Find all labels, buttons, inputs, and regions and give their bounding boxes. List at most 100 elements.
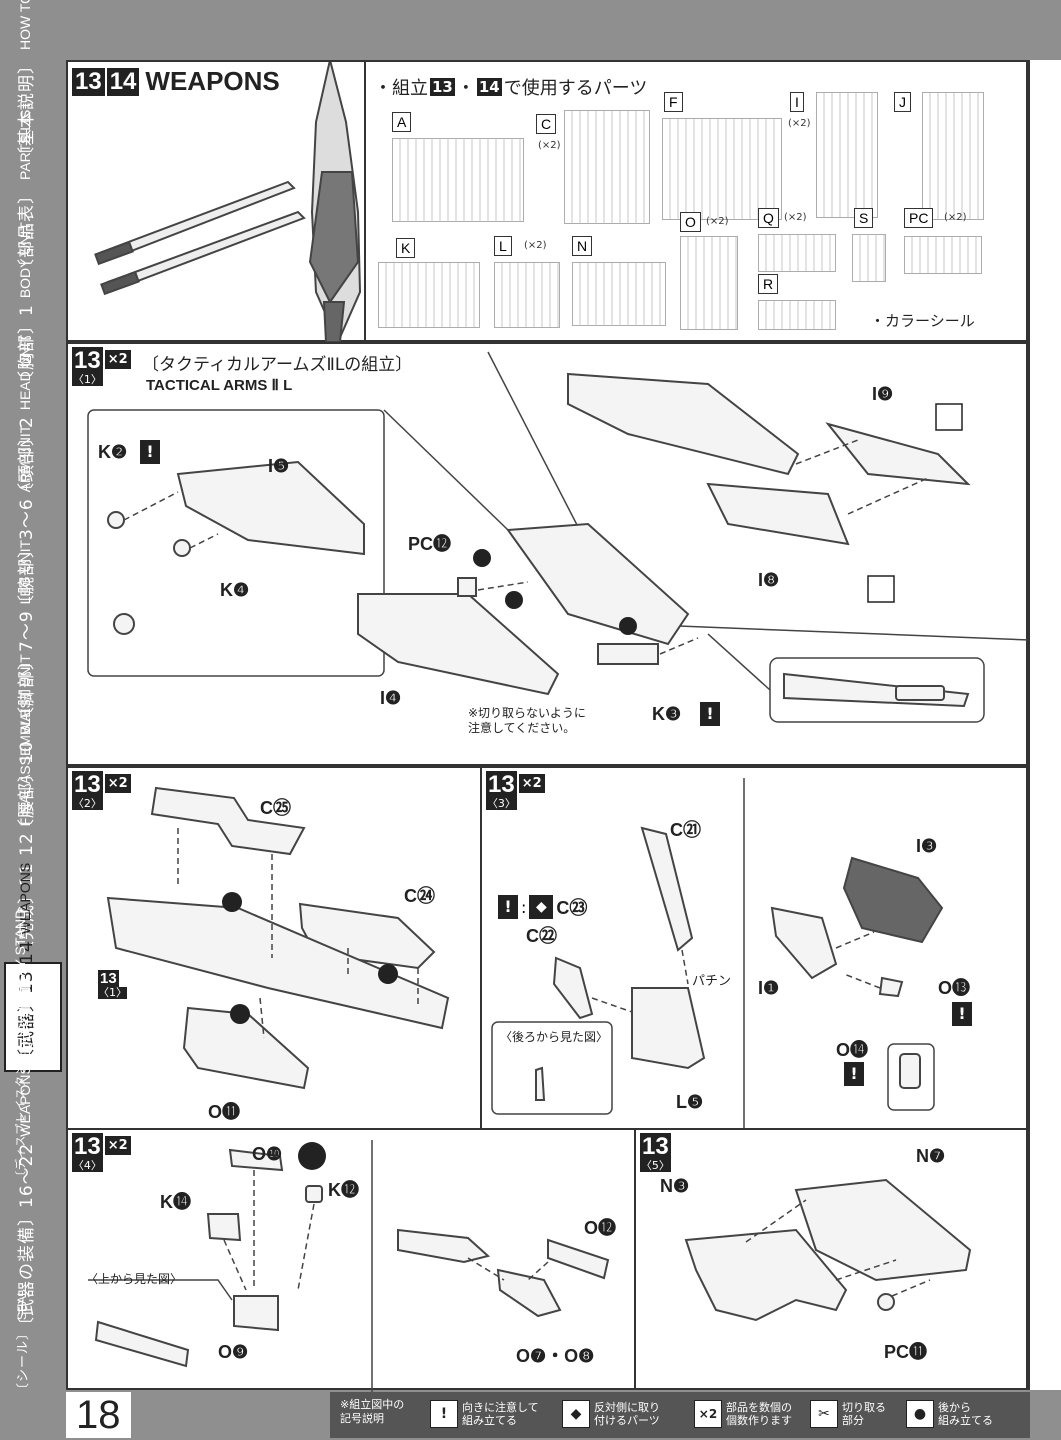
weapons-illustration xyxy=(94,62,362,344)
runner-o-image xyxy=(680,236,738,330)
runner-label-k: K xyxy=(396,238,416,258)
parts-heading: ・組立 13 ・ 14 で使用するパーツ xyxy=(374,78,648,99)
runner-l-image xyxy=(494,262,560,328)
step-number: 13〈5〉 xyxy=(640,1133,671,1172)
step-13-3-panel: 13〈3〉 ×2 C㉑ ! : ◆ C㉓ C㉒ xyxy=(480,766,1028,1132)
part-label-o11: O⓫ xyxy=(208,1102,241,1122)
runner-o-qty: (×2) xyxy=(706,216,729,227)
runner-label-o: O xyxy=(680,212,701,232)
runner-f-image xyxy=(662,118,782,220)
part-label-i4: I❹ xyxy=(380,688,402,708)
step-13-5-panel: 13〈5〉 N❼ N❸ PC⓫ xyxy=(634,1128,1028,1390)
runner-label-q: Q xyxy=(758,208,779,228)
runner-label-l: L xyxy=(494,236,512,256)
runner-label-f: F xyxy=(664,92,683,112)
runner-label-pc: PC xyxy=(904,208,934,228)
step-13-2-panel: 13〈2〉 ×2 C㉕ C㉔ O⓫ 13〈1〉 xyxy=(66,766,482,1130)
part-label-i3: I❸ xyxy=(916,836,938,856)
nipper-icon: ✂ xyxy=(810,1400,838,1428)
runner-i-image xyxy=(816,92,878,218)
part-label-n7: N❼ xyxy=(916,1146,946,1166)
runner-c-qty: (×2) xyxy=(538,140,561,151)
runner-c-image xyxy=(564,110,650,224)
step-number: 13〈2〉 ×2 xyxy=(72,771,131,810)
runner-pc-image xyxy=(904,236,982,274)
runner-l-qty: (×2) xyxy=(524,240,547,251)
orientation-warning-icon: ! xyxy=(498,895,518,919)
assemble-later-icon: ● xyxy=(906,1400,934,1428)
part-label-o10: O❿ xyxy=(252,1144,283,1164)
runner-s-image xyxy=(852,234,886,282)
multiply-icon: ×2 xyxy=(694,1400,722,1428)
page-number: 18 xyxy=(66,1392,131,1438)
runner-label-i: I xyxy=(790,92,804,112)
part-label-k4: K❹ xyxy=(220,580,250,600)
step-13-3-diagram xyxy=(491,778,944,1132)
runner-label-n: N xyxy=(572,236,593,256)
part-label-c22: C㉒ xyxy=(526,926,557,946)
part-label-k3: K❸ xyxy=(652,704,682,724)
runner-pc-qty: (×2) xyxy=(944,212,967,223)
runner-label-s: S xyxy=(854,208,874,228)
next-page-edge xyxy=(1028,60,1061,1390)
runner-label-c: C xyxy=(536,114,557,134)
part-label-n3: N❸ xyxy=(660,1176,690,1196)
reference-step-13-1: 13〈1〉 xyxy=(98,970,127,999)
page-title: 13 14 WEAPONS xyxy=(72,66,280,97)
snap-sound-label: パチン xyxy=(692,974,732,989)
orientation-warning-icon: ! xyxy=(844,1062,864,1086)
part-label-o9: O❾ xyxy=(218,1342,249,1362)
runner-j-image xyxy=(922,92,984,220)
step-13-4-diagram xyxy=(88,1140,610,1392)
legend-item-multiple: ×2 部品を数個の 個数作ります xyxy=(694,1400,792,1428)
runner-q-qty: (×2) xyxy=(784,212,807,223)
part-label-l5: L❺ xyxy=(676,1092,704,1112)
orientation-warning-icon: ! xyxy=(700,702,720,726)
part-label-o13: O⓭ xyxy=(938,978,971,998)
do-not-cut-note: ※切り取らないように 注意してください。 xyxy=(468,706,586,735)
legend-item-cut: ✂ 切り取る 部分 xyxy=(810,1400,886,1428)
runner-q-image xyxy=(758,234,836,272)
step-title-jp: 〔タクティカルアームズⅡLの組立〕 xyxy=(142,355,413,375)
orientation-warning-icon: ! xyxy=(140,440,160,464)
step-number: 13〈4〉 ×2 xyxy=(72,1133,131,1172)
part-label-k12: K⓬ xyxy=(328,1180,359,1200)
part-label-k14: K⓮ xyxy=(160,1192,191,1212)
part-label-o7-o8: O❼・O❽ xyxy=(516,1346,595,1366)
part-label-pc11: PC⓫ xyxy=(884,1342,928,1362)
symbol-legend: ※組立図中の 記号説明 ! 向きに注意して 組み立てる ◆ 反対側に取り 付ける… xyxy=(330,1392,1030,1438)
runner-label-r: R xyxy=(758,274,779,294)
legend-item-assemble-later: ● 後から 組み立てる xyxy=(906,1400,993,1428)
runner-label-j: J xyxy=(894,92,911,112)
part-label-o14: O⓮ xyxy=(836,1040,869,1060)
opposite-side-note: ! : ◆ C㉓ xyxy=(498,894,587,920)
legend-item-orientation: ! 向きに注意して 組み立てる xyxy=(430,1400,539,1428)
parts-used-panel: ・組立 13 ・ 14 で使用するパーツ A C (×2) F I (×2) J… xyxy=(364,60,1028,342)
part-label-i5: I❺ xyxy=(268,456,290,476)
step-number: 13〈1〉 ×2 xyxy=(72,347,131,386)
opposite-side-icon: ◆ xyxy=(562,1400,590,1428)
step-13-4-panel: 13〈4〉 ×2 O❿ K⓮ K⓬ O❾ O⓬ O❼・O❽ 〈上か xyxy=(66,1128,636,1392)
part-label-k2: K❷ xyxy=(98,442,128,462)
part-label-i8: I❽ xyxy=(758,570,780,590)
part-label-c25: C㉕ xyxy=(260,798,291,818)
legend-title: ※組立図中の 記号説明 xyxy=(340,1398,405,1425)
weapons-header-panel: 13 14 WEAPONS xyxy=(66,60,366,344)
part-label-c21: C㉑ xyxy=(670,820,701,840)
step-13-1-diagram xyxy=(87,351,1030,723)
part-label-c24: C㉔ xyxy=(404,886,435,906)
step-number: 13〈3〉 ×2 xyxy=(486,771,545,810)
step-13-1-panel: 13〈1〉 ×2 〔タクティカルアームズⅡLの組立〕 TACTICAL ARMS… xyxy=(66,342,1030,766)
runner-a-image xyxy=(392,138,524,222)
color-seal-label: ・カラーシール xyxy=(870,312,975,330)
runner-i-qty: (×2) xyxy=(788,118,811,129)
part-label-pc12: PC⓬ xyxy=(408,534,452,554)
warning-icon: ! xyxy=(430,1400,458,1428)
tab-seal[interactable]: 〔シール〕SEAL xyxy=(14,1289,32,1396)
opposite-side-icon: ◆ xyxy=(529,895,554,919)
top-view-caption: 〈上から見た図〉 xyxy=(86,1272,183,1286)
part-label-i9: I❾ xyxy=(872,384,894,404)
runner-k-image xyxy=(378,262,480,328)
